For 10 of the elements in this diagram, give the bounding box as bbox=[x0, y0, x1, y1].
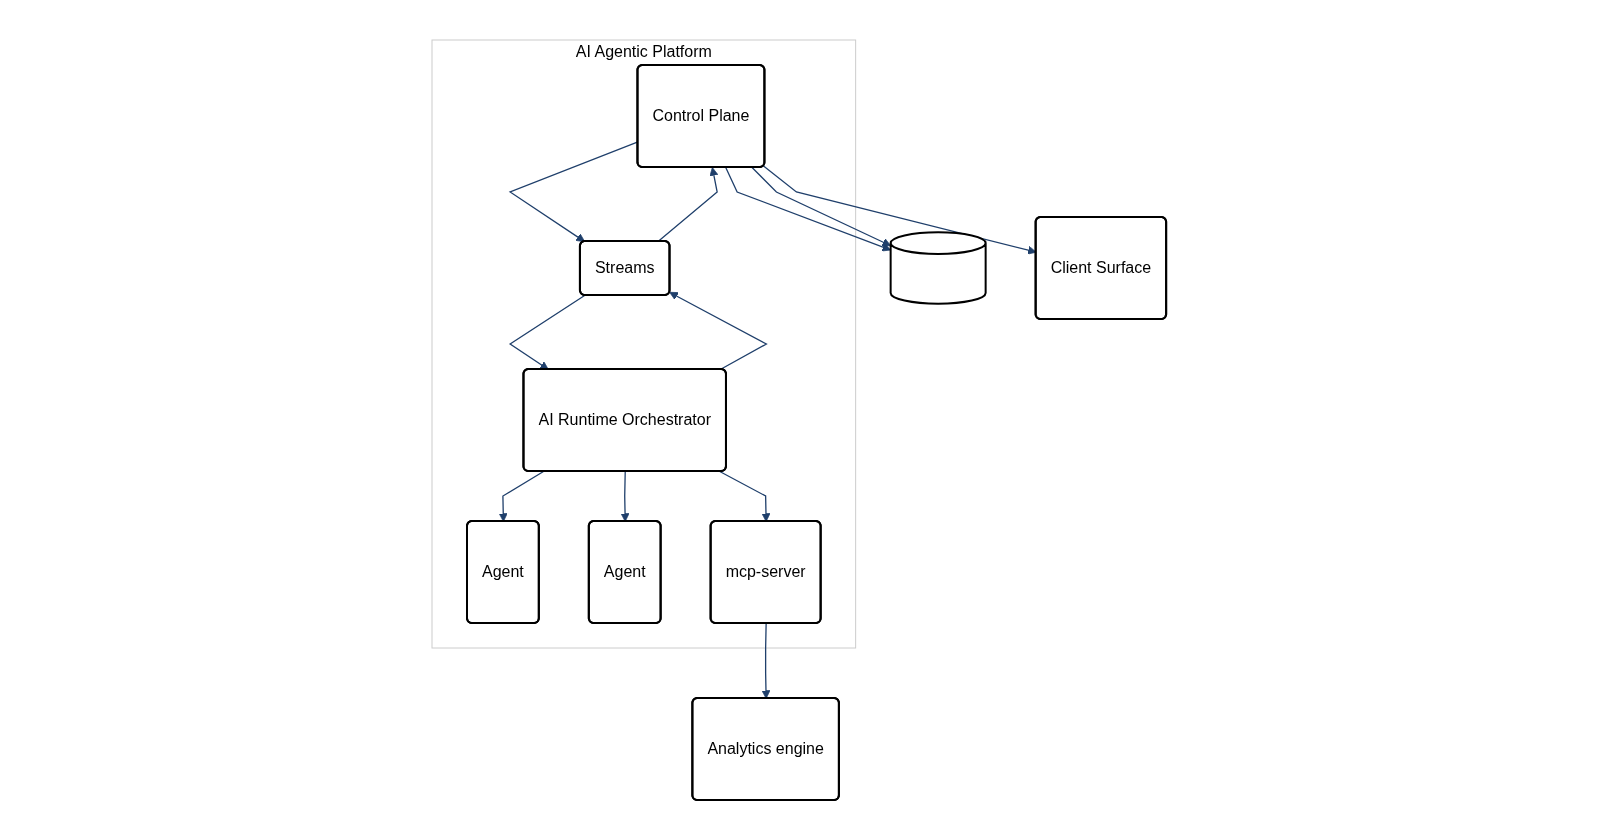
arrow bbox=[719, 470, 771, 522]
arrow bbox=[669, 291, 768, 370]
arrow bbox=[725, 166, 891, 251]
arrow bbox=[508, 294, 586, 370]
node-cylinder bbox=[889, 230, 987, 305]
arrow bbox=[657, 166, 719, 242]
arrow bbox=[620, 470, 630, 522]
arrow bbox=[761, 622, 771, 699]
arrow bbox=[498, 470, 545, 522]
arrow bbox=[751, 166, 891, 246]
